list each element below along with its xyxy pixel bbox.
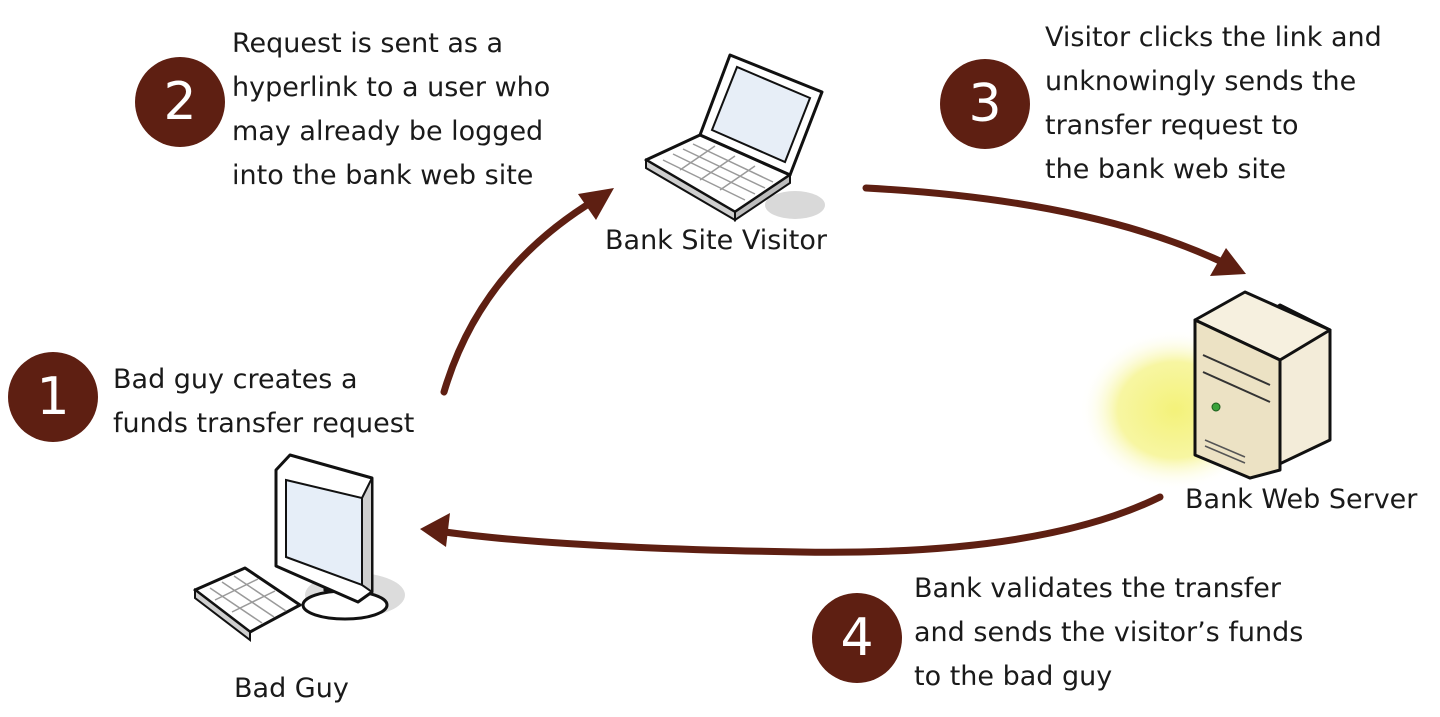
server-label: Bank Web Server xyxy=(1185,484,1418,515)
step-1-description: Bad guy creates a funds transfer request xyxy=(113,364,415,439)
step-number: 4 xyxy=(840,608,874,668)
arrow-head-to-visitor xyxy=(578,188,614,220)
visitor-label: Bank Site Visitor xyxy=(605,225,827,256)
step-4-description: Bank validates the transfer and sends th… xyxy=(914,573,1304,692)
arrow-badguy-to-visitor xyxy=(440,196,599,396)
step-badge-2: 2 xyxy=(135,57,225,147)
step-number: 1 xyxy=(36,367,70,427)
step-number: 2 xyxy=(163,72,197,132)
bad-guy-label: Bad Guy xyxy=(234,673,349,704)
step-badge-1: 1 xyxy=(8,352,98,442)
step-number: 3 xyxy=(968,74,1002,134)
arrow-head-to-badguy xyxy=(420,513,450,547)
step-2-description: Request is sent as a hyperlink to a user… xyxy=(232,28,551,191)
step-badge-4: 4 xyxy=(812,593,902,683)
arrow-server-to-badguy xyxy=(441,493,1164,556)
step-badge-3: 3 xyxy=(940,59,1030,149)
step-3-description: Visitor clicks the link and unknowingly … xyxy=(1045,22,1382,185)
arrow-visitor-to-server xyxy=(862,184,1226,266)
arrow-head-to-server xyxy=(1210,248,1246,276)
